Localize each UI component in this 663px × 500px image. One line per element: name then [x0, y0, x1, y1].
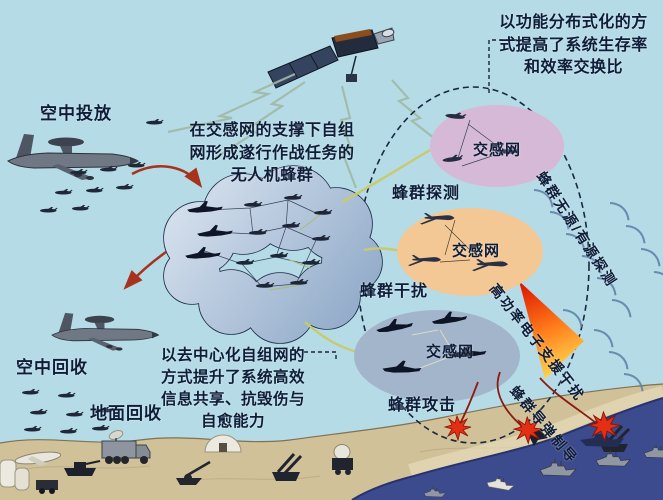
- sea: [351, 386, 663, 500]
- dome-shelter-icon: [204, 434, 242, 453]
- label-air-recover: 空中回收: [16, 358, 88, 377]
- note-connector-bottom: [304, 351, 337, 361]
- mission-ellipse-detection: [430, 105, 564, 187]
- missile-launcher-icon: [272, 453, 303, 481]
- label-swarm-jam: 蜂群干扰: [360, 283, 429, 300]
- swarm-cloud: [163, 165, 383, 344]
- satellite-icon: [267, 27, 395, 89]
- label-ground-recover: 地面回收: [90, 404, 162, 423]
- mission-boundary-ellipse: [356, 86, 590, 444]
- radar-trailer-icon: [332, 444, 353, 475]
- ground-vehicles: [0, 425, 631, 494]
- label-swarm-attack: 蜂群攻击: [388, 397, 457, 414]
- label-swarm-detect: 蜂群探测: [392, 185, 461, 202]
- storage-tanks-icon: [0, 459, 58, 494]
- label-sensing-net-detect: 交感网: [472, 141, 522, 159]
- flow-arrows: [123, 165, 203, 290]
- note-bottom: 以去中心化自组网的 方式提升了系统高效 信息共享、抗毁伤与 自愈能力: [160, 347, 305, 430]
- landed-drone-icon: [14, 451, 62, 466]
- tank-icon: [64, 460, 101, 476]
- hit-ship-icon: [580, 434, 624, 447]
- label-sensing-net-jam: 交感网: [451, 242, 501, 260]
- note-connector-top: [488, 39, 545, 96]
- satellite-link-lightning-icons: [167, 72, 435, 189]
- mission-ellipse-jamming: [397, 208, 543, 296]
- artillery-icon: [176, 460, 211, 485]
- command-truck-icon: [101, 430, 151, 464]
- recovery-aircraft-icon: [51, 312, 160, 351]
- mission-ellipse-attack: [354, 310, 520, 402]
- note-center: 在交感网的支撑下自组 网形成遂行作战任务的 无人机蜂群: [189, 122, 355, 185]
- note-top-right: 以功能分布式化的方 式提高了系统生存率 和效率交换比: [499, 14, 648, 77]
- jamming-beam-icon: [519, 281, 584, 379]
- label-sensing-net-attack: 交感网: [425, 343, 475, 361]
- label-air-deploy: 空中投放: [40, 104, 112, 123]
